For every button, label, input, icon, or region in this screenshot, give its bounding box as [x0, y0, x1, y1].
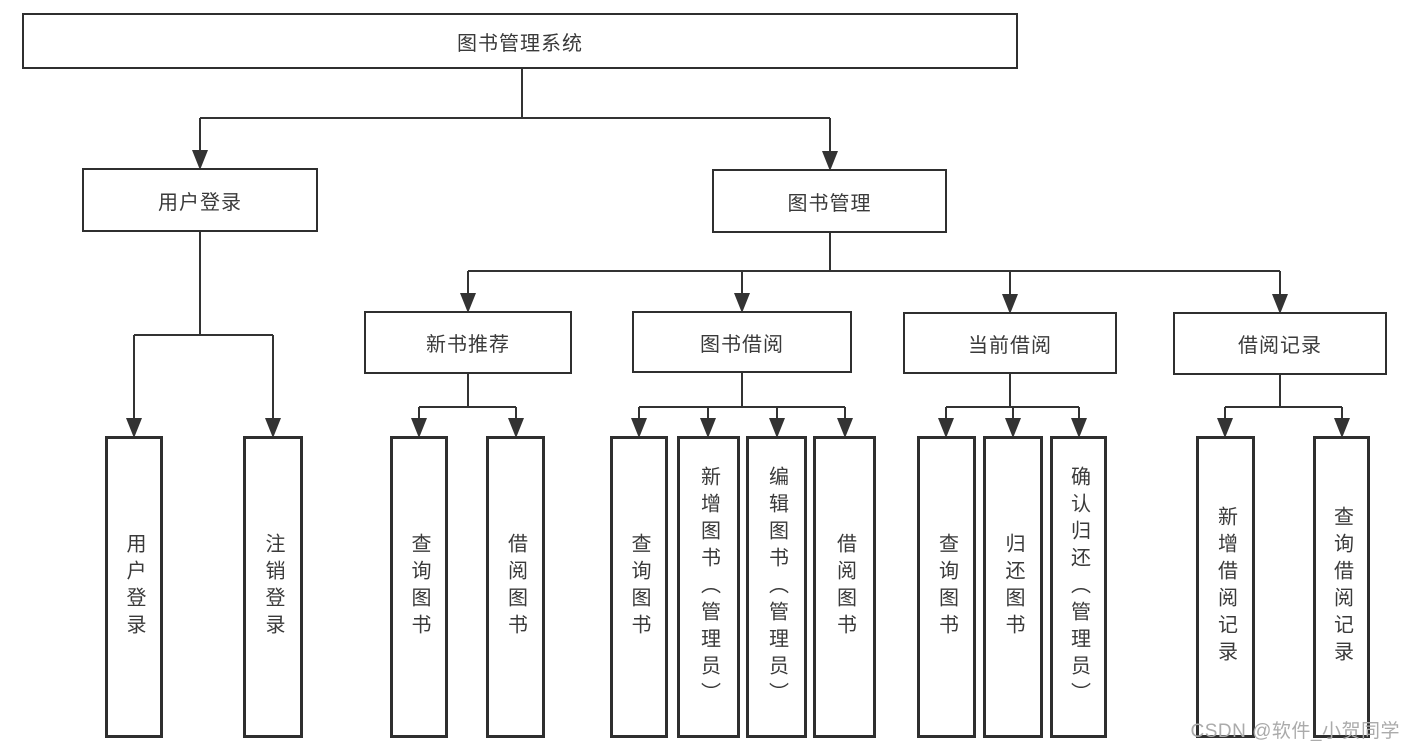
leaf-label: 查询图书: [628, 533, 650, 641]
leaf-query-books-current: 查询图书: [917, 436, 976, 738]
leaf-query-books-recommend: 查询图书: [390, 436, 448, 738]
leaf-label: 归还图书: [1002, 533, 1024, 641]
leaf-label: 编辑图书（管理员）: [765, 465, 788, 709]
node-borrow-records: 借阅记录: [1173, 312, 1387, 375]
node-new-book-recommend: 新书推荐: [364, 311, 572, 374]
leaf-borrow-books: 借阅图书: [813, 436, 876, 738]
leaf-query-borrow-record: 查询借阅记录: [1313, 436, 1370, 738]
leaf-borrow-books-recommend: 借阅图书: [486, 436, 545, 738]
leaf-label: 新增图书（管理员）: [697, 465, 720, 709]
connector-arrow-shafts: [133, 118, 1343, 430]
leaf-label: 查询图书: [408, 533, 430, 641]
leaf-label: 查询借阅记录: [1330, 506, 1353, 668]
leaf-label: 注销登录: [262, 533, 284, 641]
leaf-user-login: 用户登录: [105, 436, 163, 738]
node-user-login: 用户登录: [82, 168, 318, 232]
leaf-label: 用户登录: [123, 533, 145, 641]
leaf-label: 借阅图书: [833, 533, 856, 641]
leaf-label: 借阅图书: [504, 533, 527, 641]
leaf-confirm-return-admin: 确认归还（管理员）: [1050, 436, 1107, 738]
leaf-label: 确认归还（管理员）: [1067, 465, 1090, 709]
connector-bus-lines: [134, 69, 1342, 408]
leaf-return-book: 归还图书: [983, 436, 1043, 738]
leaf-logout: 注销登录: [243, 436, 303, 738]
leaf-label: 新增借阅记录: [1214, 506, 1237, 668]
leaf-edit-book-admin: 编辑图书（管理员）: [746, 436, 807, 738]
csdn-watermark: CSDN @软件_小贺同学: [1190, 721, 1400, 742]
node-current-borrow: 当前借阅: [903, 312, 1117, 374]
node-library-system: 图书管理系统: [22, 13, 1018, 69]
leaf-label: 查询图书: [935, 533, 958, 641]
node-book-management: 图书管理: [712, 169, 947, 233]
leaf-add-book-admin: 新增图书（管理员）: [677, 436, 740, 738]
leaf-query-books-borrow: 查询图书: [610, 436, 668, 738]
node-book-borrow: 图书借阅: [632, 311, 852, 373]
leaf-add-borrow-record: 新增借阅记录: [1196, 436, 1255, 738]
arrow-down-icon: [126, 150, 1350, 438]
